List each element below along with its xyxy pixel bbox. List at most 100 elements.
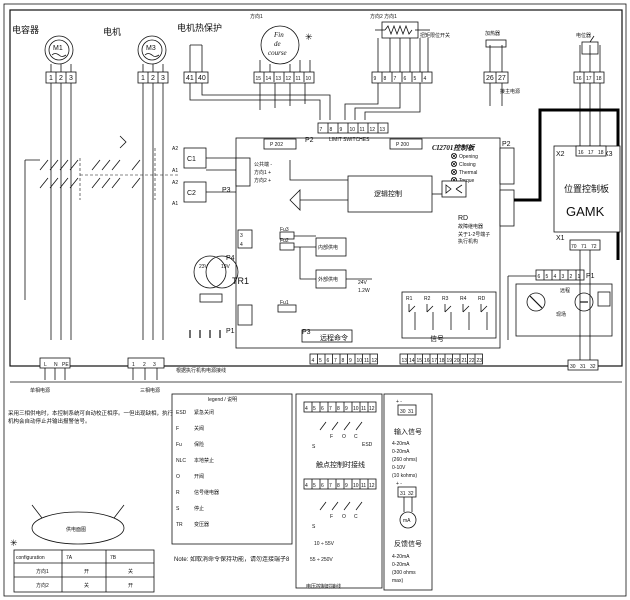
torque-term-6: 6 (404, 76, 407, 82)
remote-term-7: 7 (334, 358, 337, 364)
fin-text-1: Fin (273, 31, 284, 39)
label-dir-2-1: 方向2 方向1 (370, 13, 397, 20)
remote-term-11: 11 (364, 358, 369, 364)
v23-label: 23V (199, 264, 209, 270)
legend-desc-s: 停止 (194, 505, 204, 512)
inner-power-block: 内部供电 (294, 235, 347, 257)
remote-term-4: 4 (312, 358, 315, 364)
pos-term-30: 30 (570, 364, 576, 370)
status-led-icon (450, 160, 457, 167)
label-f-1: F (330, 434, 333, 440)
remote-term-12: 12 (372, 358, 378, 364)
note-block: Note: 如取消命令保持功能，请勿连接端子8 (174, 557, 289, 563)
label-s-2: S (312, 524, 316, 530)
remote-term-6: 6 (327, 358, 330, 364)
status-opening: Opening (459, 154, 478, 160)
label-dir-close: 方向1 (250, 13, 263, 20)
p1-connector: P1 (189, 304, 253, 338)
wire-term-wireRows2-7: 7 (329, 483, 332, 489)
wire-term-wireRows1-5: 5 (313, 406, 316, 412)
torque-term-5: 5 (414, 76, 417, 82)
heater-term-26: 26 (486, 75, 494, 82)
legend-key-esd: ESD (176, 410, 187, 416)
contactor-switches (24, 135, 180, 300)
x3-label: X3 (604, 151, 613, 158)
transformer-tr1: 23V 19V TR1 (193, 255, 249, 303)
feedback-spec-3: max) (392, 578, 403, 584)
knob-local: 现场 (556, 311, 566, 318)
signal-term-19: 19 (447, 358, 453, 364)
external-power-label: 外部供电 (318, 276, 338, 283)
legend-key-o: O (176, 474, 180, 480)
label-motor-thermal: 电机热保护 (177, 22, 222, 33)
power-term-4: 1 (132, 362, 135, 368)
limit-term-15: 15 (256, 76, 262, 82)
signal-term-15: 15 (417, 358, 423, 364)
voltage-wiring-label: 电压控制时接线 (306, 583, 341, 590)
legend-title: legend / 说明 (208, 396, 237, 403)
wire-term-wireRows1-6: 6 (321, 406, 324, 412)
config-cell-0-2: 关 (128, 568, 133, 575)
p4-term-3: 3 (240, 233, 243, 239)
gamk-label: GAMK (566, 204, 605, 219)
input-spec-4: (10 kohms) (392, 473, 417, 479)
wire-term-wireRows1-9: 9 (345, 406, 348, 412)
connector-p202: P 202 (263, 138, 297, 150)
label-heater: 加热器 (485, 30, 500, 37)
pos-term-72: 72 (591, 244, 597, 250)
a2-bottom: A2 (172, 180, 178, 186)
pot-term-17: 17 (586, 76, 592, 82)
power-term-5: 2 (143, 362, 146, 368)
legend-key-s: S (176, 506, 180, 512)
m3-label: M3 (146, 45, 156, 52)
legend-desc-o: 开阀 (194, 473, 204, 480)
signal-term-23: 23 (477, 358, 483, 364)
label-esd-1: ESD (362, 442, 373, 448)
x2-label: X2 (556, 151, 565, 158)
fin-text-3: course (268, 49, 287, 57)
limit-row-term-11: 11 (360, 127, 365, 133)
pos-term-32: 32 (590, 364, 596, 370)
m1-label: M1 (53, 45, 63, 52)
p3-label-bottom: P3 (302, 329, 311, 336)
relay-r3: R3 (442, 296, 449, 302)
outer-frame (9, 9, 623, 367)
wire-term-wireRows1-12: 12 (369, 406, 375, 412)
remote-term-8: 8 (342, 358, 345, 364)
config-header-1: 7A (66, 555, 73, 561)
positioner-board: X2 X3 16 17 18 位置控制板 GAMK 70 71 72 X1 (553, 145, 621, 251)
dir2-label: 方向2 + (254, 177, 271, 184)
fuse-fu1: Fu1 (277, 300, 297, 313)
cap-term-1: 1 (49, 75, 53, 82)
supply-ellipse: 供电面图 ✳ (10, 504, 125, 548)
plusminus-top: + - (396, 399, 402, 405)
feedback-spec-1: 0-20mA (392, 562, 410, 568)
fuse-fu2: Fu2 (279, 238, 295, 251)
limit-term-11: 11 (296, 76, 301, 82)
terminal-strip-pot: 16 17 18 (573, 71, 605, 84)
pot-term-16: 16 (576, 76, 582, 82)
legend-key-f: F (176, 426, 179, 432)
torque-term-9: 9 (374, 76, 377, 82)
legend-desc-nlc: 本地禁止 (194, 457, 214, 464)
logic-label: 逻辑控制 (374, 189, 402, 198)
fuse-fu3: Fu3 (279, 227, 295, 240)
label-motor: 电机 (103, 26, 121, 37)
pot-term-18: 18 (596, 76, 602, 82)
legend-key-tr: TR (176, 522, 183, 528)
pos-term-71: 71 (581, 244, 587, 250)
signal-term-18: 18 (439, 358, 445, 364)
wire-term-wireRows1-8: 8 (337, 406, 340, 412)
p2-label-left: P2 (305, 137, 314, 144)
signal-term-13: 13 (402, 358, 408, 364)
p1-term-1: 1 (578, 274, 581, 280)
p1-term-3: 3 (562, 274, 565, 280)
remote-term-10: 10 (357, 358, 363, 364)
p1-label-left: P1 (226, 328, 235, 335)
feedback-spec-0: 4-20mA (392, 554, 410, 560)
signal-term-14: 14 (409, 358, 415, 364)
relay-rd: RD (478, 296, 486, 302)
single-phase-label: 单相电源 (30, 387, 50, 394)
label-main-power: 接主电源 (500, 88, 520, 95)
